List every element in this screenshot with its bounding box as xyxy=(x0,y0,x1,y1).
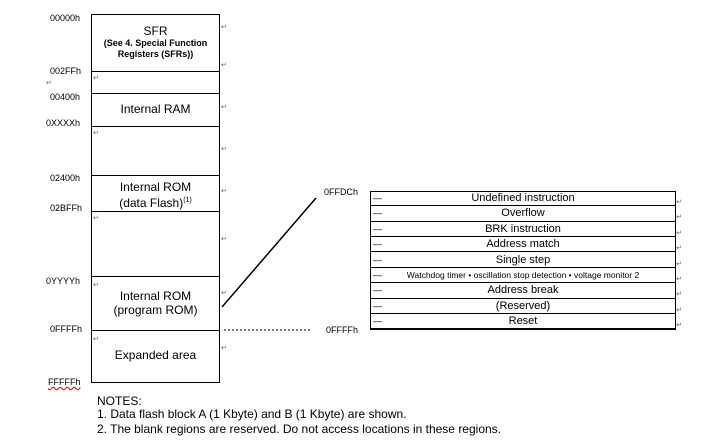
edit-mark: ↵ xyxy=(676,276,682,283)
return-mark: ↵ xyxy=(93,75,99,82)
return-mark: ↵ xyxy=(93,336,99,343)
vector-row-label: Watchdog timer • oscillation stop detect… xyxy=(406,270,640,280)
vector-row-label: Undefined instruction xyxy=(471,192,575,204)
memory-map xyxy=(91,14,220,383)
address-02bffh: 02BFFh xyxy=(50,203,83,213)
address-fffffh: FFFFFh xyxy=(48,377,81,387)
vector-row-label: Overflow xyxy=(501,207,545,220)
edit-mark: ↵ xyxy=(676,245,682,253)
address-02400h: 02400h xyxy=(50,173,81,183)
region-sfr: SFR (See 4. Special Function Registers (… xyxy=(92,24,219,60)
edit-mark: ↵ xyxy=(221,188,227,195)
divider xyxy=(91,126,220,127)
address-00000h: 00000h xyxy=(50,13,81,23)
edit-mark: ↵ xyxy=(221,146,227,153)
vector-row: — BRK instruction ↵ xyxy=(370,222,682,238)
edit-mark: ↵ xyxy=(676,291,682,299)
vector-row-label: Address match xyxy=(486,238,560,251)
edit-mark: ↵ xyxy=(676,322,682,330)
edit-mark: ↵ xyxy=(221,290,227,297)
region-expanded: Expanded area xyxy=(114,348,197,362)
return-mark: ↵ xyxy=(93,130,99,137)
return-mark: ↵ xyxy=(46,80,52,87)
vector-end-address: 0FFFFh xyxy=(326,325,359,335)
row-dash-mark: — xyxy=(373,285,382,296)
row-dash-mark: — xyxy=(373,254,382,265)
divider xyxy=(91,276,220,277)
program-rom-line1: Internal ROM xyxy=(119,289,192,303)
data-flash-line1: Internal ROM xyxy=(119,180,192,194)
return-mark: ↵ xyxy=(93,282,99,289)
divider xyxy=(91,211,220,212)
row-dash-mark: — xyxy=(373,316,382,327)
program-rom-line2: (program ROM) xyxy=(113,303,198,317)
sfr-title: SFR xyxy=(143,24,168,38)
edit-mark: ↵ xyxy=(221,236,227,243)
vector-row: — Overflow ↵ xyxy=(370,206,682,222)
note-2: 2. The blank regions are reserved. Do no… xyxy=(97,422,502,436)
vector-row: — Address match ↵ xyxy=(370,237,682,253)
address-00400h: 00400h xyxy=(50,92,81,102)
edit-mark: ↵ xyxy=(676,229,682,237)
row-dash-mark: — xyxy=(373,270,382,280)
vector-row-label: Address break xyxy=(487,284,559,297)
row-dash-mark: — xyxy=(373,223,382,234)
region-internal-ram: Internal RAM xyxy=(120,102,191,116)
edit-mark: ↵ xyxy=(221,104,227,111)
region-data-flash: Internal ROM (data Flash)(1) xyxy=(92,180,219,210)
address-0ffffh: 0FFFFh xyxy=(50,324,83,334)
divider xyxy=(91,175,220,176)
note-1: 1. Data flash block A (1 Kbyte) and B (1… xyxy=(97,407,407,421)
return-mark: ↵ xyxy=(93,215,99,222)
edit-mark: ↵ xyxy=(676,199,682,206)
vector-row-label: Reset xyxy=(508,315,538,328)
vector-table xyxy=(370,191,676,330)
divider xyxy=(91,71,220,72)
edit-mark: ↵ xyxy=(221,24,227,31)
address-002ffh: 002FFh xyxy=(50,66,82,76)
vector-start-address: 0FFDCh xyxy=(324,187,359,197)
vector-row: — Undefined instruction ↵ xyxy=(370,191,682,207)
row-dash-mark: — xyxy=(373,208,382,219)
vector-row: — Watchdog timer • oscillation stop detec… xyxy=(370,268,682,284)
edit-mark: ↵ xyxy=(676,214,682,222)
edit-mark: ↵ xyxy=(676,260,682,268)
address-0xxxxh: 0XXXXh xyxy=(46,118,81,128)
edit-mark: ↵ xyxy=(676,306,682,314)
edit-mark: ↵ xyxy=(221,62,227,69)
vector-row-label: BRK instruction xyxy=(485,222,561,235)
edit-mark: ↵ xyxy=(221,345,227,352)
vector-row: — Address break ↵ xyxy=(370,283,682,299)
note-ref-1: (1) xyxy=(183,197,192,204)
divider xyxy=(91,93,220,94)
row-dash-mark: — xyxy=(373,300,382,311)
data-flash-line2: (data Flash)(1) xyxy=(119,196,192,210)
sfr-note: (See 4. Special Function Registers (SFRs… xyxy=(103,38,208,59)
vector-row-label: Single step xyxy=(495,253,551,266)
vector-row: — Single step ↵ xyxy=(370,253,682,268)
notes-heading: NOTES: xyxy=(97,394,142,408)
region-program-rom: Internal ROM (program ROM) xyxy=(92,289,219,317)
vector-row: — Reset ↵ xyxy=(370,314,682,330)
row-dash-mark: — xyxy=(373,193,382,203)
vector-row-label: (Reserved) xyxy=(495,299,551,312)
divider xyxy=(91,330,220,331)
address-0yyyyh: 0YYYYh xyxy=(46,276,81,286)
row-dash-mark: — xyxy=(373,239,382,250)
vector-connector-line xyxy=(221,197,317,308)
vector-row: — (Reserved) ↵ xyxy=(370,299,682,315)
